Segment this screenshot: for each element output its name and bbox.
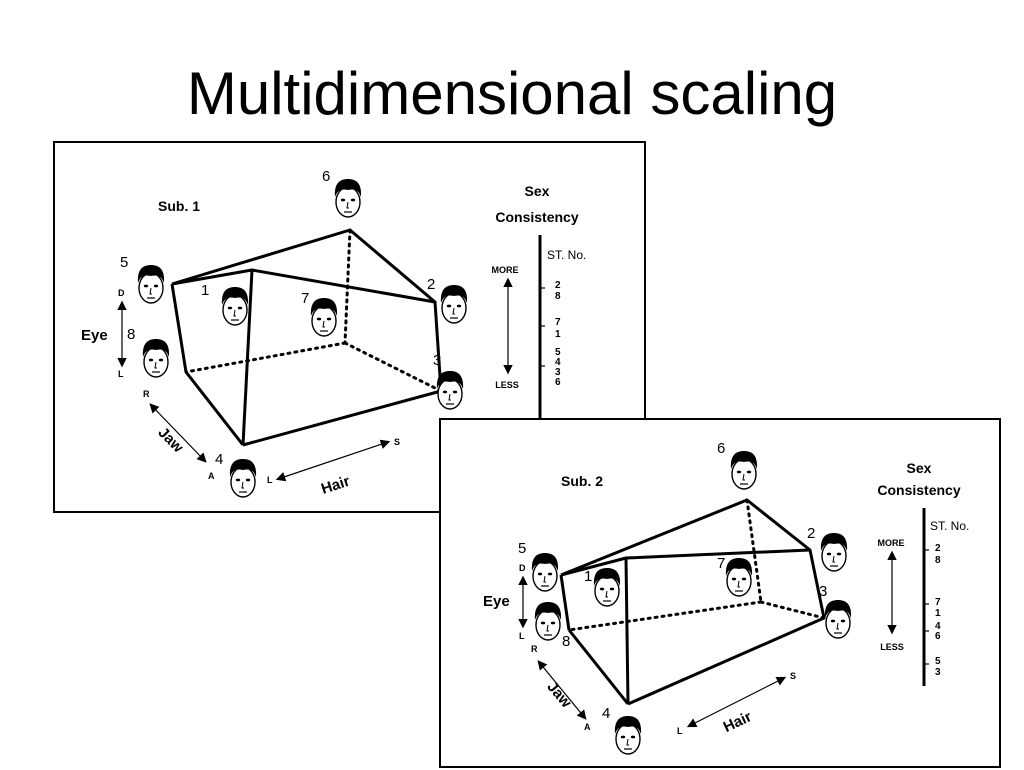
eye-axis-bottom-label: L — [519, 631, 525, 641]
scale-tick-label: 3 — [935, 667, 941, 678]
face-1-label: 1 — [584, 568, 592, 585]
hair-axis-label: Hair — [721, 708, 755, 736]
face-8-icon — [142, 338, 170, 378]
jaw-axis-bottom-label: A — [584, 722, 591, 732]
hair-axis-label: Hair — [319, 473, 352, 498]
hair-axis-left-label: L — [677, 726, 683, 736]
scale-less-label: LESS — [880, 642, 904, 652]
face-7-icon — [725, 557, 753, 597]
face-2-icon — [820, 532, 848, 572]
scale-tick-label: 7 — [555, 317, 561, 328]
face-8-label: 8 — [127, 326, 135, 343]
face-7-label: 7 — [301, 290, 309, 307]
subject-1-diagram: 1 2 3 4 5 6 7 8 Sub. 1 D L Eye R A Jaw L… — [81, 168, 586, 515]
subject-label: Sub. 2 — [561, 473, 603, 489]
hair-axis-left-label: L — [267, 475, 273, 485]
scale-tick-label: 4 — [935, 621, 941, 632]
scale-ticks — [924, 549, 929, 665]
face-4-icon — [229, 458, 257, 498]
scale-tick-label: 1 — [935, 608, 941, 619]
subject-2-panel: 1 2 3 4 5 6 7 8 Sub. 2 D L Eye R A Jaw L… — [439, 418, 1001, 768]
hair-axis-arrow — [275, 439, 391, 482]
jaw-axis-label: Jaw — [543, 678, 574, 711]
face-5-label: 5 — [518, 540, 526, 557]
scale-less-label: LESS — [495, 380, 519, 390]
face-2-label: 2 — [807, 525, 815, 542]
scale-title-line-1: Sex — [907, 460, 932, 476]
face-8-icon — [534, 601, 562, 641]
jaw-axis-arrow — [149, 403, 207, 463]
eye-axis-label: Eye — [483, 593, 510, 610]
scale-tick-label: 1 — [555, 329, 561, 340]
scale-title-line-2: Consistency — [495, 209, 578, 225]
face-5-label: 5 — [120, 254, 128, 271]
scale-tick-label: 4 — [555, 357, 561, 368]
jaw-axis-bottom-label: A — [208, 471, 215, 481]
eye-axis-bottom-label: L — [118, 369, 124, 379]
subject-2-diagram: 1 2 3 4 5 6 7 8 Sub. 2 D L Eye R A Jaw L… — [483, 440, 969, 755]
scale-tick-label: 3 — [555, 367, 561, 378]
scale-tick-label: 5 — [555, 347, 561, 358]
face-3-icon — [824, 599, 852, 639]
hair-axis-right-label: S — [790, 671, 796, 681]
slide-title: Multidimensional scaling — [186, 60, 838, 127]
prism-solid-edges — [559, 498, 826, 706]
face-1-icon — [221, 286, 249, 326]
face-7-icon — [310, 297, 338, 337]
scale-tick-label: 2 — [555, 280, 561, 291]
eye-axis-top-label: D — [519, 563, 526, 573]
face-3-label: 3 — [819, 583, 827, 600]
face-6-icon — [730, 450, 758, 490]
jaw-axis-top-label: R — [531, 644, 538, 654]
scale-tick-label: 8 — [935, 555, 941, 566]
eye-axis-label: Eye — [81, 327, 108, 344]
face-3-label: 3 — [433, 352, 441, 369]
scale-title-line-2: Consistency — [877, 482, 960, 498]
hair-axis-right-label: S — [394, 437, 400, 447]
prism-hidden-edges — [567, 498, 826, 632]
scale-tick-label: 6 — [935, 631, 941, 642]
face-2-icon — [440, 284, 468, 324]
scale-tick-label: 7 — [935, 597, 941, 608]
scale-ticks — [540, 287, 545, 367]
hair-axis-arrow — [686, 676, 787, 728]
scale-tick-label: 5 — [935, 656, 941, 667]
jaw-axis-top-label: R — [143, 389, 150, 399]
prism-hidden-edges — [184, 228, 443, 393]
face-4-label: 4 — [602, 705, 610, 722]
face-1-icon — [593, 567, 621, 607]
face-8-label: 8 — [562, 633, 570, 650]
face-3-icon — [436, 370, 464, 410]
scale-header: ST. No. — [930, 519, 969, 533]
scale-tick-label: 2 — [935, 543, 941, 554]
eye-axis-top-label: D — [118, 288, 125, 298]
scale-more-label: MORE — [492, 265, 519, 275]
face-4-icon — [614, 715, 642, 755]
subject-label: Sub. 1 — [158, 198, 200, 214]
face-2-label: 2 — [427, 276, 435, 293]
scale-header: ST. No. — [547, 248, 586, 262]
face-7-label: 7 — [717, 555, 725, 572]
scale-tick-label: 6 — [555, 377, 561, 388]
scale-more-label: MORE — [878, 538, 905, 548]
scale-tick-label: 8 — [555, 291, 561, 302]
face-1-label: 1 — [201, 282, 209, 299]
face-4-label: 4 — [215, 451, 223, 468]
subject-1-panel: 1 2 3 4 5 6 7 8 Sub. 1 D L Eye R A Jaw L… — [53, 141, 646, 515]
face-6-label: 6 — [322, 168, 330, 185]
prism-solid-edges — [170, 228, 443, 447]
scale-title-line-1: Sex — [525, 183, 550, 199]
face-5-icon — [137, 264, 165, 304]
face-5-icon — [531, 552, 559, 592]
jaw-axis-label: Jaw — [155, 424, 187, 456]
jaw-axis-arrow — [537, 660, 587, 720]
face-6-icon — [334, 178, 362, 218]
face-6-label: 6 — [717, 440, 725, 457]
